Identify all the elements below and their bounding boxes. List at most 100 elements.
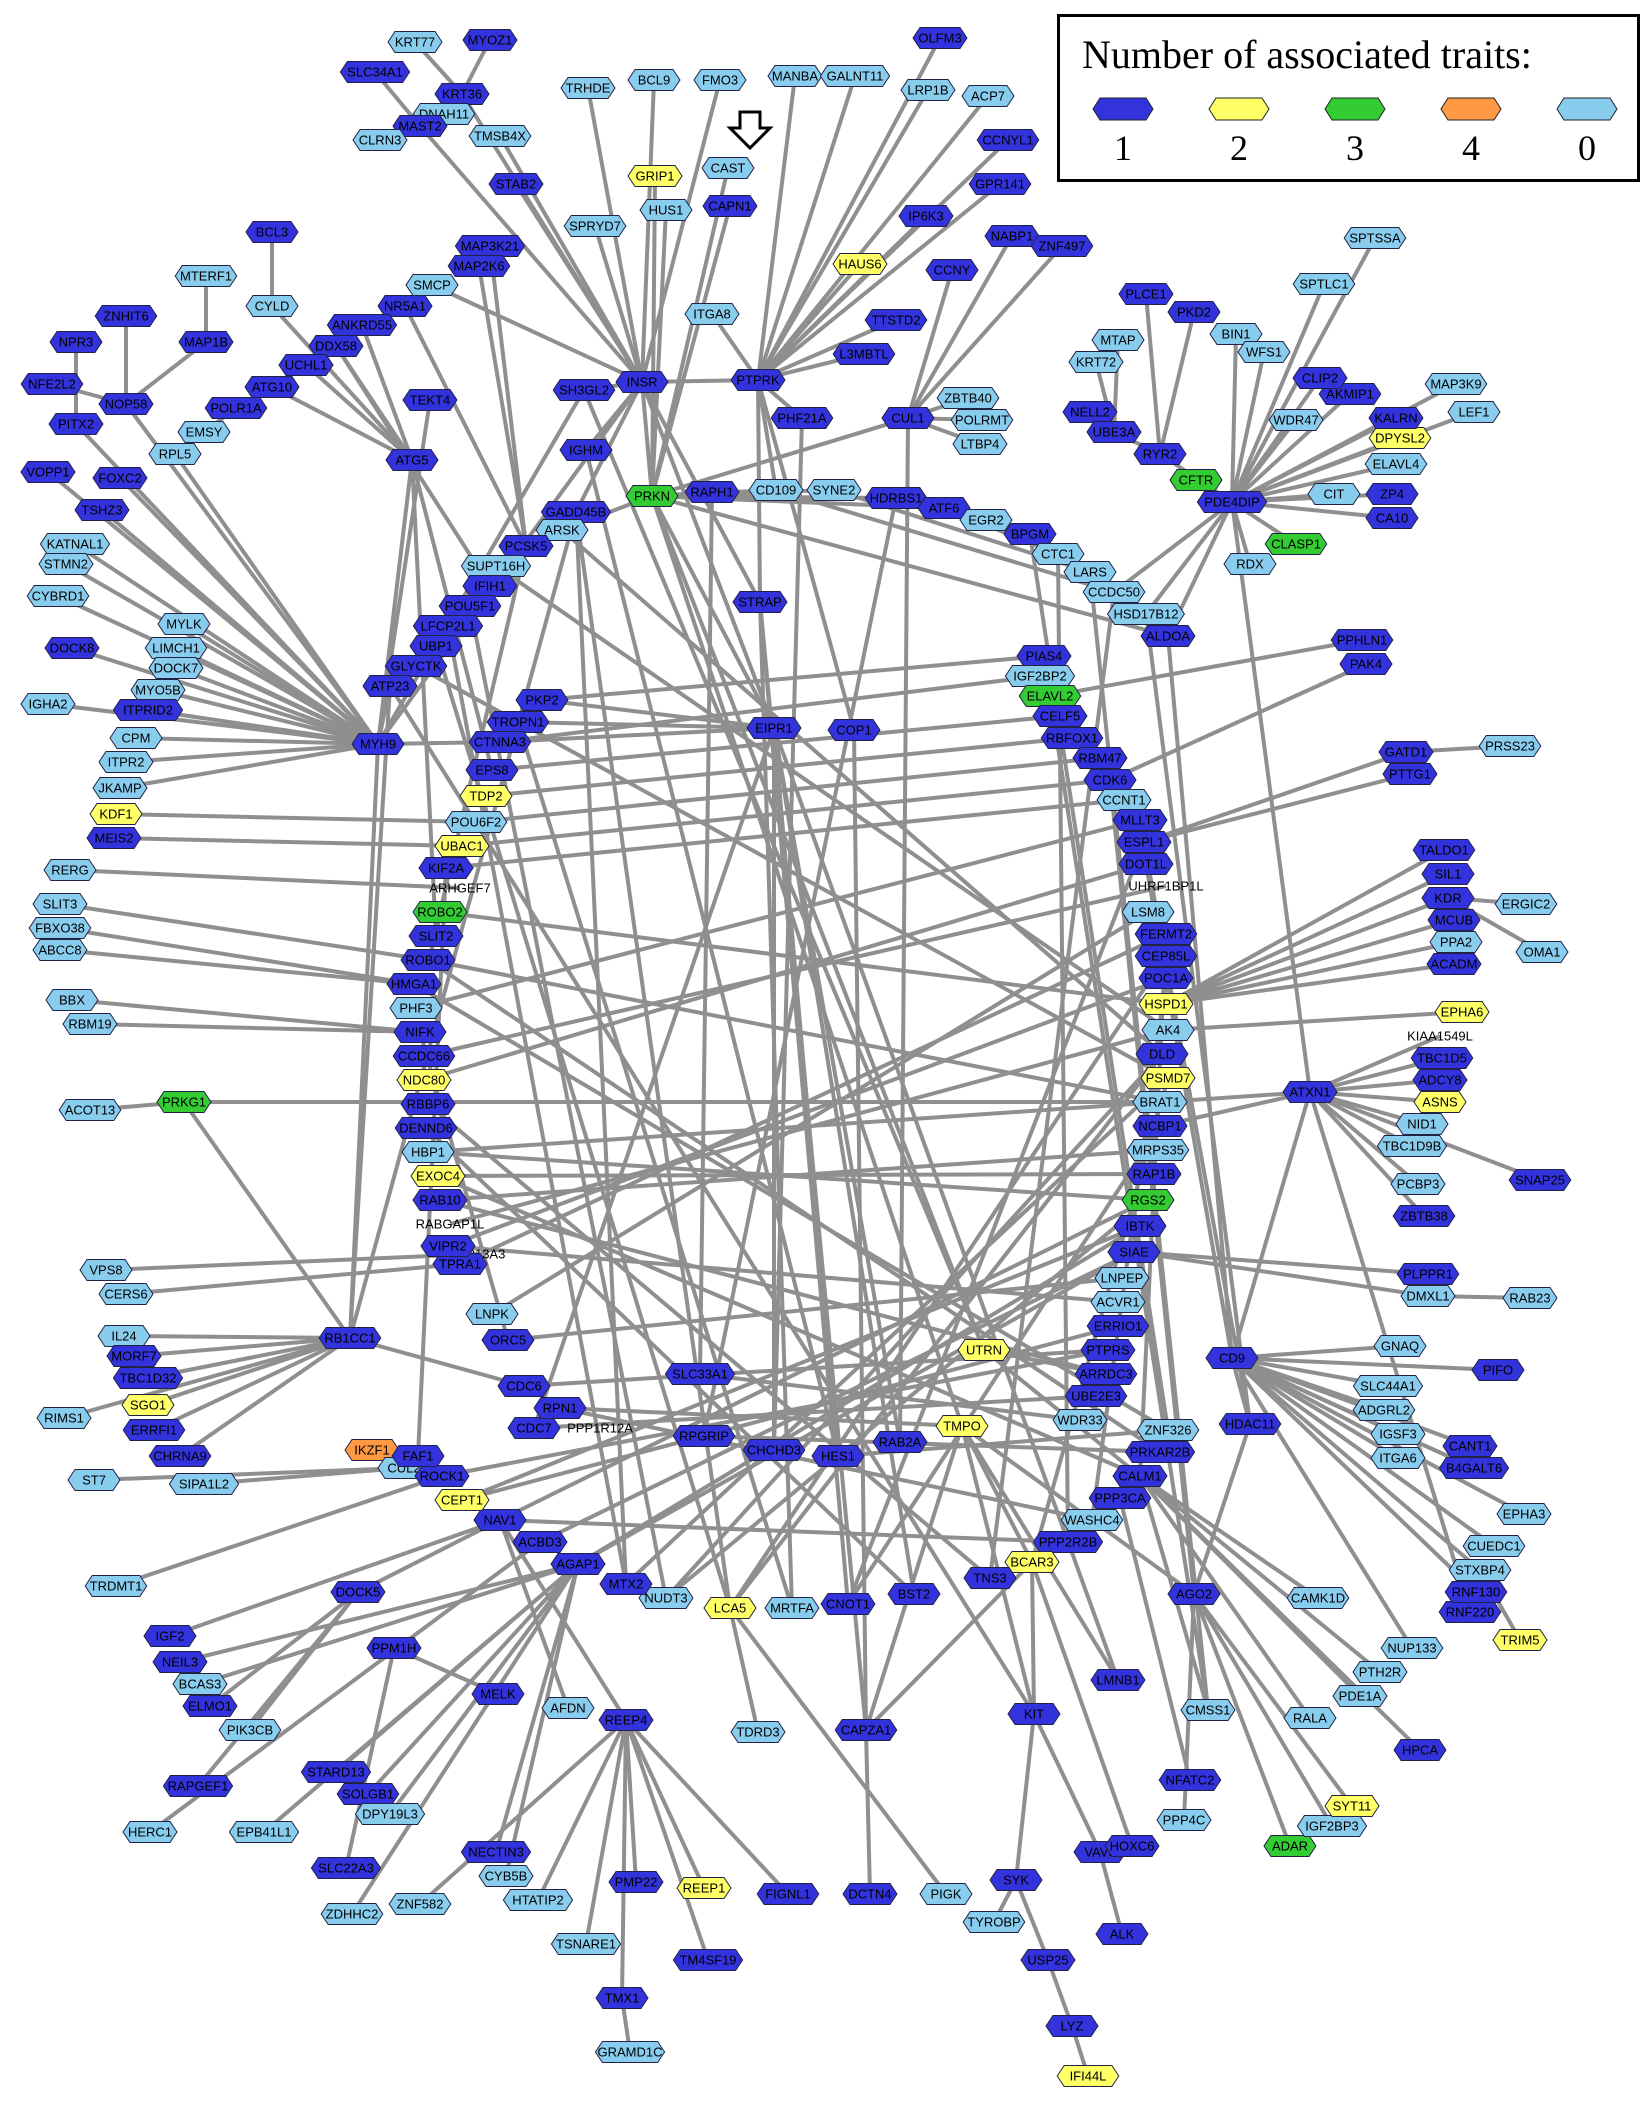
node-BCAS3[interactable]: BCAS3 [172,1673,228,1695]
node-SUPT16H[interactable]: SUPT16H [460,555,532,577]
node-HAUS6[interactable]: HAUS6 [832,253,888,275]
node-RERG[interactable]: RERG [43,859,97,881]
node-MAP3K21[interactable]: MAP3K21 [454,235,526,257]
node-ATF6[interactable]: ATF6 [917,497,971,519]
node-FOXC2[interactable]: FOXC2 [92,467,148,489]
node-PKD2[interactable]: PKD2 [1167,301,1221,323]
node-IL24[interactable]: IL24 [97,1325,151,1347]
node-MYH9[interactable]: MYH9 [351,733,405,755]
node-IFIH1[interactable]: IFIH1 [462,575,518,597]
node-KATNAL1[interactable]: KATNAL1 [39,533,111,555]
node-PCBP3[interactable]: PCBP3 [1390,1173,1446,1195]
node-ADAR[interactable]: ADAR [1263,1835,1317,1857]
node-ITPR2[interactable]: ITPR2 [98,751,154,773]
node-ARRDC3[interactable]: ARRDC3 [1074,1363,1138,1385]
node-NIFK[interactable]: NIFK [393,1021,447,1043]
node-TPRA1[interactable]: TPRA1 [432,1253,488,1275]
node-PPP3CA[interactable]: PPP3CA [1088,1487,1152,1509]
node-IGF2[interactable]: IGF2 [143,1625,197,1647]
node-CD9[interactable]: CD9 [1205,1347,1259,1369]
node-TMPO[interactable]: TMPO [935,1415,989,1437]
node-BPGM[interactable]: BPGM [1003,523,1057,545]
node-RABGAP1L[interactable]: RABGAP1L [412,1214,489,1235]
node-DENND6[interactable]: DENND6 [394,1117,458,1139]
node-RDX[interactable]: RDX [1223,553,1277,575]
node-UBE3A[interactable]: UBE3A [1086,421,1142,443]
node-CYB5B[interactable]: CYB5B [478,1865,534,1887]
node-NUP133[interactable]: NUP133 [1380,1637,1444,1659]
node-VPS8[interactable]: VPS8 [79,1259,133,1281]
node-RGS2[interactable]: RGS2 [1121,1189,1175,1211]
node-PPP4C[interactable]: PPP4C [1156,1809,1212,1831]
node-PSMD7[interactable]: PSMD7 [1140,1067,1196,1089]
node-NOP58[interactable]: NOP58 [98,393,154,415]
node-RALA[interactable]: RALA [1283,1707,1337,1729]
node-WDR47[interactable]: WDR47 [1268,409,1324,431]
node-SLC34A1[interactable]: SLC34A1 [339,61,411,83]
node-GADD45B[interactable]: GADD45B [540,501,612,523]
node-TBC1D32[interactable]: TBC1D32 [112,1367,184,1389]
node-PPP1R12A[interactable]: PPP1R12A [562,1418,639,1439]
node-CELF5[interactable]: CELF5 [1032,705,1088,727]
node-CAST[interactable]: CAST [701,157,755,179]
node-ROBO1[interactable]: ROBO1 [400,949,456,971]
node-TMX1[interactable]: TMX1 [595,1987,649,2009]
node-ZNF582[interactable]: ZNF582 [388,1893,452,1915]
node-IGF2BP3[interactable]: IGF2BP3 [1296,1815,1368,1837]
node-WDR33[interactable]: WDR33 [1052,1409,1108,1431]
node-ADCY8[interactable]: ADCY8 [1412,1069,1468,1091]
node-BIN1[interactable]: BIN1 [1209,323,1263,345]
node-MTERF1[interactable]: MTERF1 [174,265,238,287]
node-KRT77[interactable]: KRT77 [387,31,443,53]
node-ELAVL4[interactable]: ELAVL4 [1364,453,1428,475]
node-LNPEP[interactable]: LNPEP [1094,1267,1150,1289]
node-ZNF497[interactable]: ZNF497 [1030,235,1094,257]
node-MCUB[interactable]: MCUB [1427,909,1481,931]
node-NEIL3[interactable]: NEIL3 [152,1651,208,1673]
node-COP1[interactable]: COP1 [827,719,881,741]
node-IKZF1[interactable]: IKZF1 [344,1439,400,1461]
node-PMP22[interactable]: PMP22 [608,1871,664,1893]
node-MTX2[interactable]: MTX2 [599,1573,653,1595]
node-PHF3[interactable]: PHF3 [389,997,443,1019]
node-CA10[interactable]: CA10 [1365,507,1419,529]
node-HTATIP2[interactable]: HTATIP2 [502,1889,574,1911]
node-TNS3[interactable]: TNS3 [963,1567,1017,1589]
node-ACBD3[interactable]: ACBD3 [512,1531,568,1553]
node-UBAC1[interactable]: UBAC1 [434,835,490,857]
node-ATG5[interactable]: ATG5 [385,449,439,471]
node-SLC22A3[interactable]: SLC22A3 [310,1857,382,1879]
node-RAB10[interactable]: RAB10 [412,1189,468,1211]
node-BBX[interactable]: BBX [45,989,99,1011]
node-PIAS4[interactable]: PIAS4 [1016,645,1072,667]
node-PCSK5[interactable]: PCSK5 [498,535,554,557]
node-ALK[interactable]: ALK [1095,1923,1149,1945]
node-RBBP6[interactable]: RBBP6 [400,1093,456,1115]
node-SIPA1L2[interactable]: SIPA1L2 [168,1473,240,1495]
node-CCDC66[interactable]: CCDC66 [392,1045,456,1067]
node-PPHLN1[interactable]: PPHLN1 [1330,629,1394,651]
node-HPCA[interactable]: HPCA [1393,1739,1447,1761]
node-LRP1B[interactable]: LRP1B [900,79,956,101]
node-IGF2BP2[interactable]: IGF2BP2 [1004,665,1076,687]
node-BRAT1[interactable]: BRAT1 [1132,1091,1188,1113]
node-CMSS1[interactable]: CMSS1 [1180,1699,1236,1721]
node-PIGK[interactable]: PIGK [919,1883,973,1905]
node-CANT1[interactable]: CANT1 [1442,1435,1498,1457]
node-POC1A[interactable]: POC1A [1138,967,1194,989]
node-FBXO38[interactable]: FBXO38 [28,917,92,939]
node-TDRD3[interactable]: TDRD3 [730,1721,786,1743]
node-L3MBTL[interactable]: L3MBTL [832,343,896,365]
node-DCTN4[interactable]: DCTN4 [842,1883,898,1905]
node-KALRN[interactable]: KALRN [1368,407,1424,429]
node-ZNHIT6[interactable]: ZNHIT6 [94,305,158,327]
node-LIMCH1[interactable]: LIMCH1 [144,637,208,659]
node-CLIP2[interactable]: CLIP2 [1292,367,1348,389]
node-RAB23[interactable]: RAB23 [1502,1287,1558,1309]
node-EPB41L1[interactable]: EPB41L1 [228,1821,300,1843]
node-CDC6[interactable]: CDC6 [497,1375,551,1397]
node-ITGA8[interactable]: ITGA8 [684,303,740,325]
node-RBM47[interactable]: RBM47 [1072,747,1128,769]
node-SPTLC1[interactable]: SPTLC1 [1292,273,1356,295]
node-NFE2L2[interactable]: NFE2L2 [20,373,84,395]
